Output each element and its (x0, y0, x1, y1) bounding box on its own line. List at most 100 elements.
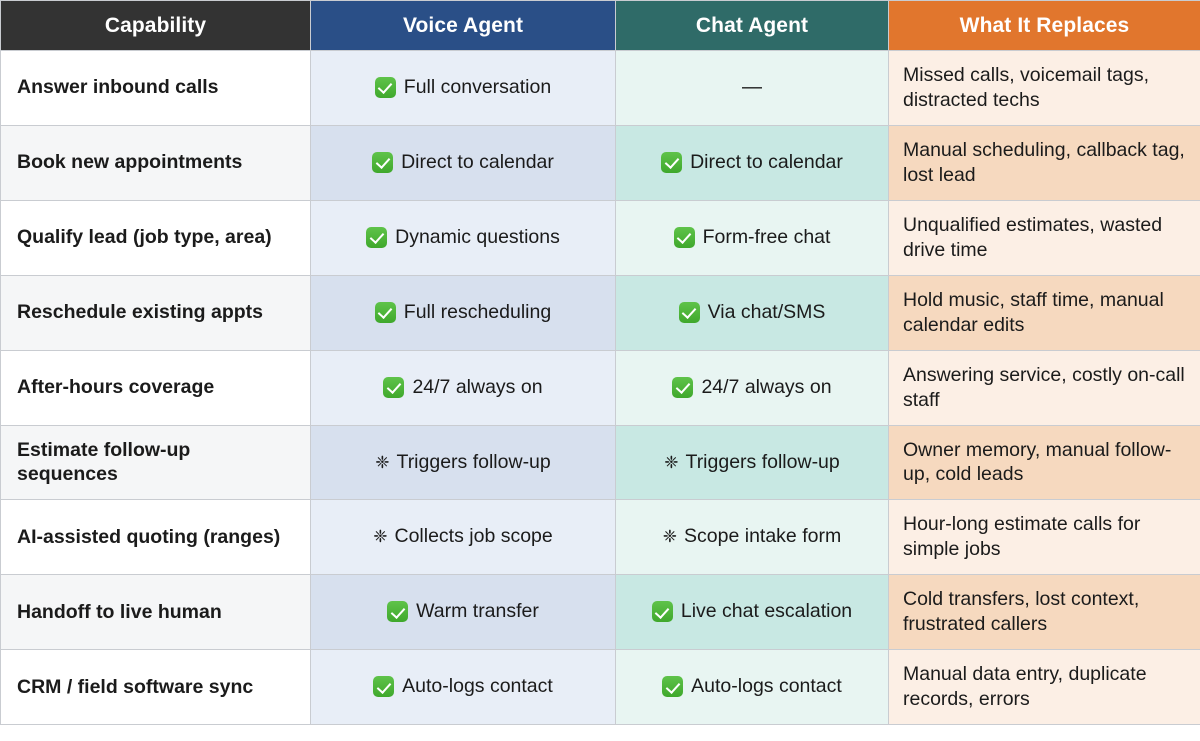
sparkle-icon: ❈ (664, 452, 679, 472)
cell-capability: Qualify lead (job type, area) (0, 199, 311, 276)
cell-capability: CRM / field software sync (0, 649, 311, 726)
cell-capability: Reschedule existing appts (0, 274, 311, 351)
cell-chat: 24/7 always on (615, 349, 889, 426)
sparkle-icon: ❈ (373, 527, 388, 547)
cell-label: Direct to calendar (690, 150, 843, 173)
cell-label: Triggers follow-up (685, 450, 840, 473)
marker-line: Form-free chat (673, 225, 831, 251)
sparkle-icon: ❈ (662, 527, 678, 547)
check-icon (651, 601, 673, 623)
check-icon (673, 226, 695, 248)
table-row: Qualify lead (job type, area) Dynamic que… (0, 199, 1200, 276)
cell-capability: Book new appointments (0, 124, 311, 201)
cell-label: Auto-logs contact (691, 675, 842, 698)
cell-voice: Full rescheduling (310, 274, 616, 351)
cell-voice: ❈Triggers follow-up (310, 424, 616, 501)
cell-label: Warm transfer (416, 600, 539, 623)
check-icon (678, 301, 700, 323)
marker-line: Auto-logs contact (373, 674, 553, 700)
marker-line: Via chat/SMS (678, 300, 826, 326)
table-body: Answer inbound calls Full conversation — Mi… (0, 50, 1200, 726)
cell-capability: Handoff to live human (0, 574, 311, 651)
cell-label: Via chat/SMS (707, 300, 826, 323)
cell-label: Direct to calendar (401, 150, 554, 173)
cell-replaces: Hour-long estimate calls for simple jobs (888, 499, 1200, 576)
table-row: Book new appointments Direct to calendar D… (0, 124, 1200, 201)
table-row: Answer inbound calls Full conversation — Mi… (0, 50, 1200, 126)
cell-capability: Estimate follow-up sequences (0, 424, 311, 501)
cell-capability: AI-assisted quoting (ranges) (0, 499, 311, 576)
cell-replaces: Missed calls, voicemail tags, distracted… (888, 50, 1200, 126)
marker-line: Full conversation (374, 75, 552, 101)
marker-line: ❈ Triggers follow-up (664, 450, 840, 476)
marker-line: Dynamic questions (366, 225, 560, 251)
column-header-capability: Capability (0, 0, 311, 51)
cell-replaces: Manual scheduling, callback tag, lost le… (888, 124, 1200, 201)
cell-voice: ❈ Collects job scope (310, 499, 616, 576)
check-icon (366, 226, 388, 248)
table-row: Reschedule existing appts Full rescheduli… (0, 274, 1200, 351)
check-icon (662, 676, 684, 698)
marker-line: — (742, 75, 762, 101)
table-row: AI-assisted quoting (ranges) ❈ Collects jo… (0, 499, 1200, 576)
marker-line: Live chat escalation (651, 599, 853, 625)
marker-line: Full rescheduling (374, 300, 552, 326)
column-header-chat-agent: Chat Agent (615, 0, 889, 51)
cell-replaces: Unqualified estimates, wasted drive time (888, 199, 1200, 276)
cell-label: Collects job scope (394, 525, 553, 548)
column-header-voice-agent: Voice Agent (310, 0, 616, 51)
cell-chat: Direct to calendar (615, 124, 889, 201)
cell-label: Live chat escalation (680, 600, 853, 623)
cell-replaces: Answering service, costly on-call staff (888, 349, 1200, 426)
cell-chat: Form-free chat (615, 199, 889, 276)
check-icon (372, 151, 394, 173)
marker-line: 24/7 always on (383, 375, 543, 401)
marker-line: Auto-logs contact (662, 674, 842, 700)
cell-voice: Auto-logs contact (310, 649, 616, 726)
marker-line: Direct to calendar (661, 150, 843, 176)
cell-voice: Full conversation (310, 50, 616, 126)
table-row: Handoff to live human Warm transfer Live c… (0, 574, 1200, 651)
cell-voice: Warm transfer (310, 574, 616, 651)
em-dash-icon: — (742, 76, 762, 99)
marker-line: ❈Triggers follow-up (375, 450, 551, 476)
marker-line: 24/7 always on (672, 375, 832, 401)
marker-line: ❈ Collects job scope (373, 524, 553, 550)
cell-chat: ❈ Triggers follow-up (615, 424, 889, 501)
marker-line: ❈ Scope intake form (663, 524, 841, 550)
column-header-what-it-replaces: What It Replaces (888, 0, 1200, 51)
cell-chat: Via chat/SMS (615, 274, 889, 351)
cell-voice: Direct to calendar (310, 124, 616, 201)
table-header: Capability Voice Agent Chat Agent What I… (0, 0, 1200, 51)
cell-label: Form-free chat (702, 225, 831, 248)
cell-replaces: Hold music, staff time, manual calendar … (888, 274, 1200, 351)
check-icon (373, 676, 395, 698)
marker-line: Warm transfer (387, 599, 539, 625)
table-row: CRM / field software sync Auto-logs conta… (0, 649, 1200, 726)
cell-replaces: Owner memory, manual follow-up, cold lea… (888, 424, 1200, 501)
check-icon (672, 376, 694, 398)
check-icon (383, 376, 405, 398)
check-icon (661, 151, 683, 173)
cell-label: Full conversation (403, 75, 552, 98)
cell-replaces: Manual data entry, duplicate records, er… (888, 649, 1200, 726)
cell-label: Full rescheduling (403, 300, 552, 323)
cell-chat: Auto-logs contact (615, 649, 889, 726)
cell-label: 24/7 always on (412, 375, 543, 398)
capability-comparison-table: Capability Voice Agent Chat Agent What I… (0, 0, 1200, 725)
header-row: Capability Voice Agent Chat Agent What I… (0, 0, 1200, 51)
cell-voice: Dynamic questions (310, 199, 616, 276)
cell-label: Scope intake form (684, 525, 842, 548)
check-icon (374, 76, 396, 98)
cell-replaces: Cold transfers, lost context, frustrated… (888, 574, 1200, 651)
cell-chat: — (615, 50, 889, 126)
cell-chat: ❈ Scope intake form (615, 499, 889, 576)
cell-label: 24/7 always on (701, 375, 832, 398)
marker-line: Direct to calendar (372, 150, 554, 176)
cell-voice: 24/7 always on (310, 349, 616, 426)
cell-label: Auto-logs contact (402, 675, 553, 698)
cell-capability: Answer inbound calls (0, 50, 311, 126)
check-icon (374, 301, 396, 323)
table-row: Estimate follow-up sequences ❈ Triggers fo… (0, 424, 1200, 501)
